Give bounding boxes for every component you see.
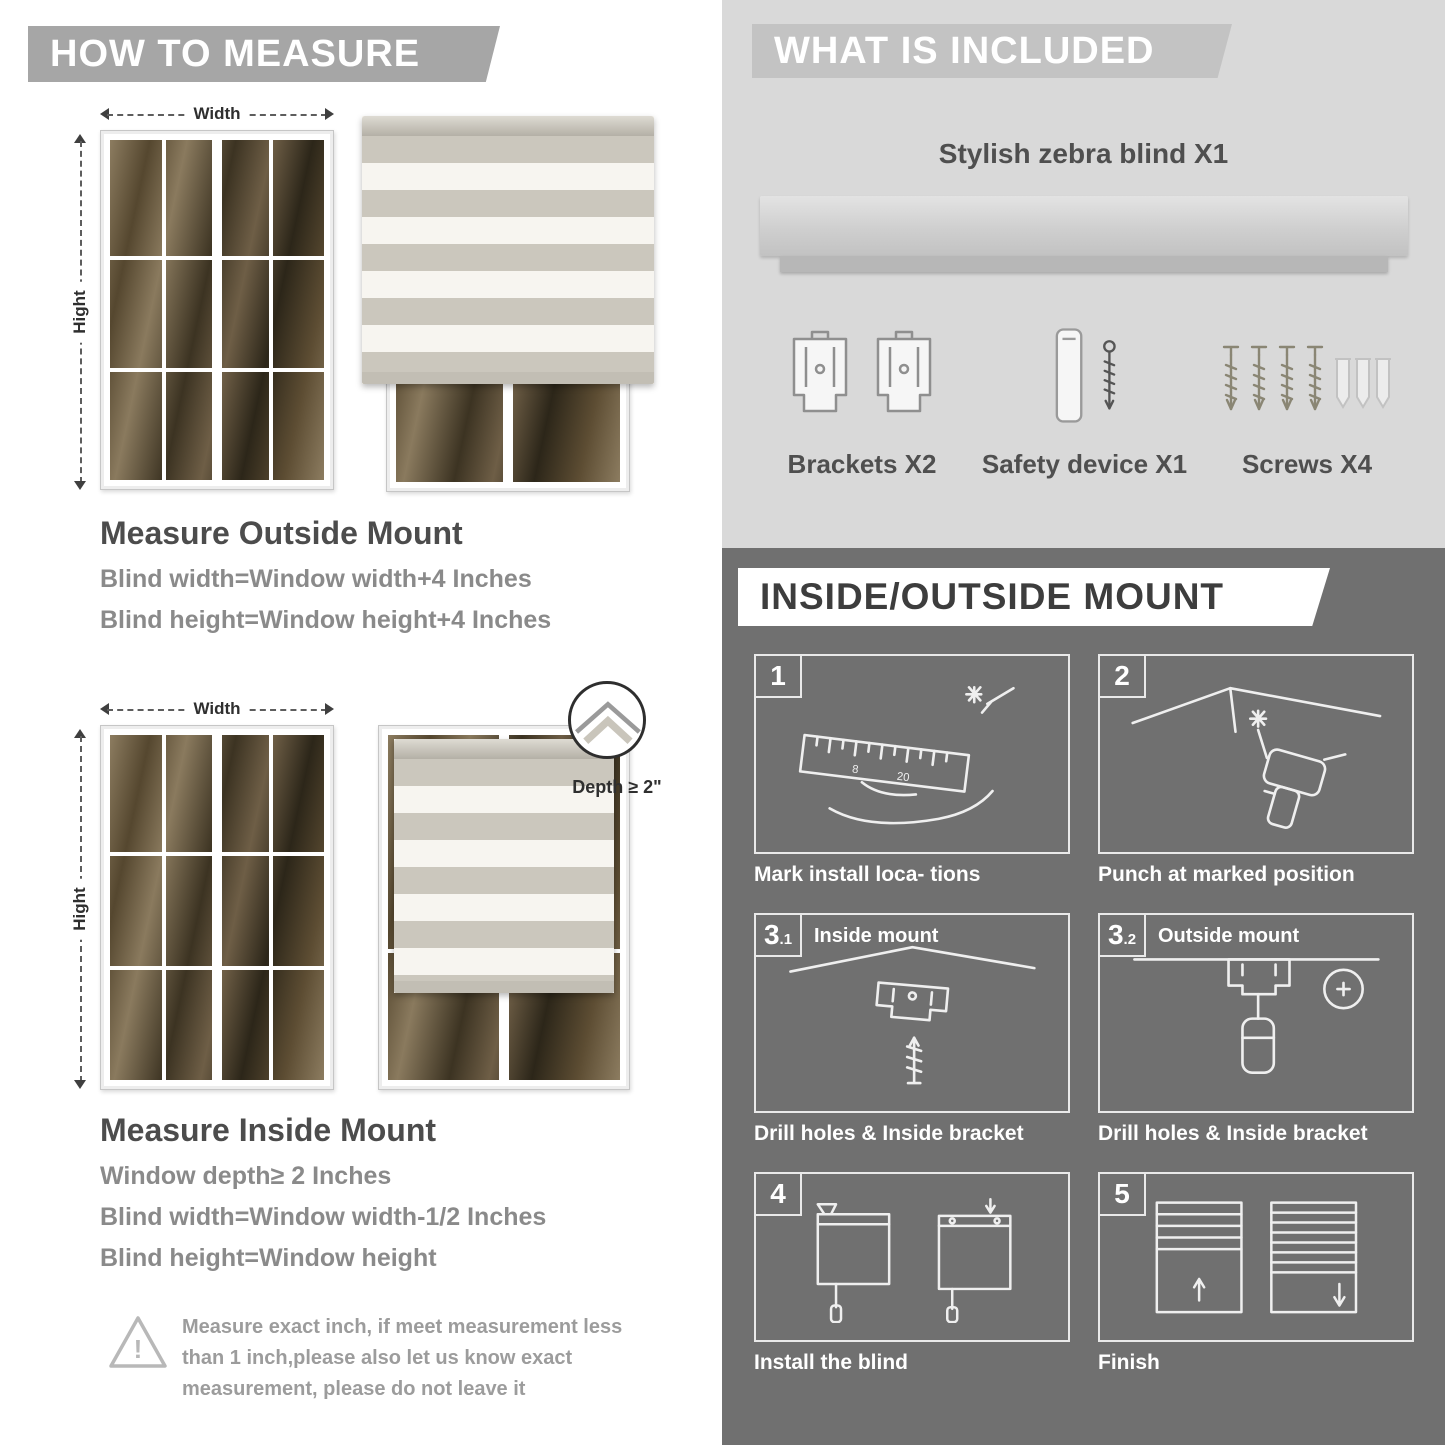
outside-formula-height: Blind height=Window height+4 Inches [100,606,552,634]
included-item-screws: Screws X4 [1207,322,1407,480]
headrail-illustration [760,196,1408,256]
zebra-blind-illustration [362,116,654,384]
step-panel: 3.1 Inside mount [754,913,1070,1113]
window-panes [110,140,324,480]
step-number: 3.1 [756,915,802,957]
how-to-measure-header: HOW TO MEASURE [28,26,500,82]
outside-mount-title: Measure Outside Mount [100,515,463,551]
safety-device-icon [1055,328,1116,423]
window-illustration [100,725,334,1090]
depth-detail-magnifier [568,681,646,759]
inside-formula-height: Blind height=Window height [100,1244,437,1272]
finish-illustration [1100,1174,1412,1340]
inside-blind-combo [378,725,630,1090]
brackets-label: Brackets X2 [787,449,937,479]
step-outside-mount: 3.2 Outside mount Drill holes & Inside b… [1098,913,1414,1146]
screw-icon [1222,345,1391,411]
step-panel: 4 [754,1172,1070,1342]
outside-mount-figure: Width Hight [60,100,670,500]
ruler-mark-20: 20 [896,770,910,783]
headrail-bottom-lip [780,256,1388,272]
step-number: 3.2 [1100,915,1146,957]
step-inside-mount: 3.1 Inside mount Drill holes & Inside br… [754,913,1070,1146]
step-caption: Punch at marked position [1098,863,1355,886]
zebra-blind-illustration [394,739,614,993]
step-caption: Drill holes & Inside bracket [1098,1122,1368,1145]
height-arrow: Hight [70,729,90,1089]
steps-grid: 8 20 1 Mark install loca- tions [754,654,1414,1375]
step-punch-position: 2 Punch at marked position [1098,654,1414,887]
width-arrow-label: Width [184,104,250,124]
blind-item-label: Stylish zebra blind X1 [938,138,1229,169]
step-caption: Finish [1098,1351,1160,1374]
outside-blind-combo [362,116,654,492]
ruler-mark-8: 8 [851,763,859,776]
step-panel: 2 [1098,654,1414,854]
width-arrow: Width [100,699,334,719]
mount-steps-section: INSIDE/OUTSIDE MOUNT [722,548,1445,1445]
included-items-row: Brackets X2 Safety device X1 [762,322,1407,480]
step-number: 4 [756,1174,802,1216]
step-title: Inside mount [814,925,939,947]
step-finish: 5 Finish [1098,1172,1414,1375]
mark-location-illustration: 8 20 [756,656,1068,852]
safety-device-label: Safety device X1 [981,449,1188,479]
svg-text:!: ! [134,1334,143,1364]
step-panel: 3.2 Outside mount [1098,913,1414,1113]
step-number: 1 [756,656,802,698]
included-item-brackets: Brackets X2 [762,322,962,480]
width-arrow: Width [100,104,334,124]
window-illustration [100,130,334,490]
inside-mount-figure: Width Hight [60,681,680,1100]
inside-mount-title: Measure Inside Mount [100,1112,437,1148]
height-arrow: Hight [70,134,90,490]
step-panel: 5 [1098,1172,1414,1342]
window-panes [110,735,324,1080]
step-number: 5 [1100,1174,1146,1216]
measurement-note: Measure exact inch, if meet measurement … [182,1316,623,1400]
depth-label: Depth ≥ 2" [572,777,662,797]
what-is-included-section: WHAT IS INCLUDED Stylish zebra blind X1 [722,0,1445,548]
step-caption: Drill holes & Inside bracket [754,1122,1024,1145]
outside-bracket-illustration [1100,915,1412,1111]
step-panel: 8 20 1 [754,654,1070,854]
step-caption: Install the blind [754,1351,909,1374]
step-number: 2 [1100,656,1146,698]
inside-bracket-illustration [756,915,1068,1111]
mount-section-header: INSIDE/OUTSIDE MOUNT [738,568,1330,626]
outside-formula-width: Blind width=Window width+4 Inches [100,565,532,593]
width-arrow-label: Width [184,699,250,719]
inside-formula-depth: Window depth≥ 2 Inches [100,1162,392,1190]
drill-illustration [1100,656,1412,852]
inside-formula-width: Blind width=Window width-1/2 Inches [100,1203,547,1231]
height-arrow-label: Hight [70,878,90,940]
warning-triangle-icon: ! [109,1316,167,1368]
step-install-blind: 4 Install the blind [754,1172,1070,1375]
how-to-measure-section: HOW TO MEASURE Width Hight [0,0,722,1445]
step-title: Outside mount [1158,925,1300,947]
what-is-included-header: WHAT IS INCLUDED [752,24,1232,78]
frame-corner-icon [575,701,641,744]
included-item-safety-device: Safety device X1 [980,322,1190,480]
bracket-icon [792,330,932,413]
step-mark-locations: 8 20 1 Mark install loca- tions [754,654,1070,887]
install-blind-illustration [756,1174,1068,1340]
screws-label: Screws X4 [1241,449,1373,479]
step-caption: Mark install loca- tions [754,863,981,886]
height-arrow-label: Hight [70,281,90,343]
